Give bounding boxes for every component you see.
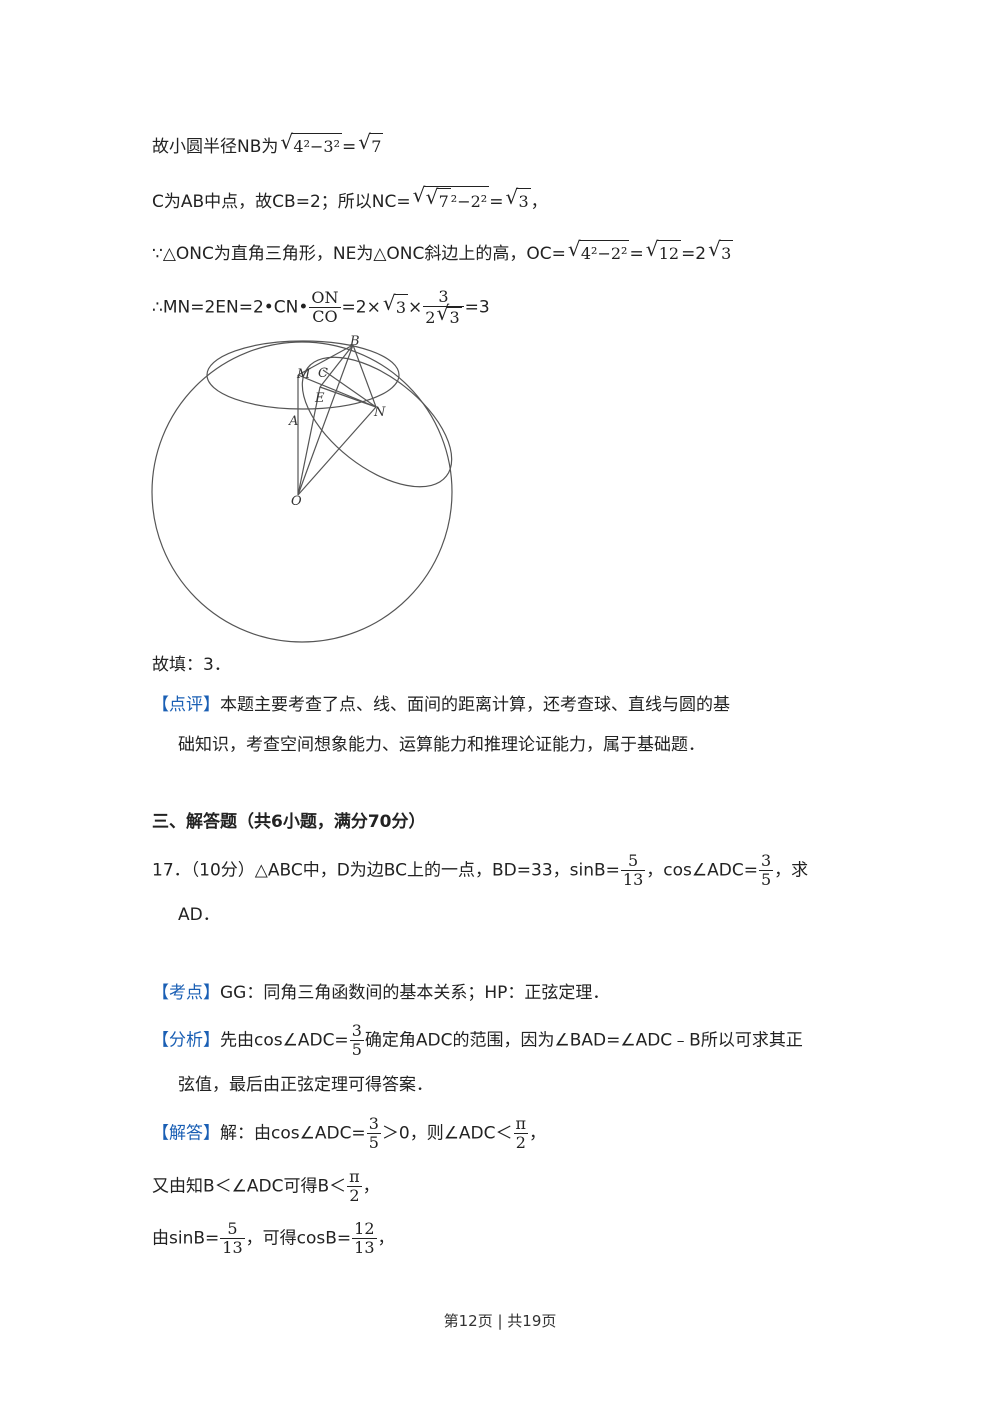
label-c: C [318, 366, 328, 381]
small-circle-horizontal [206, 340, 400, 410]
text: 先由cos∠ADC= [220, 1030, 349, 1051]
sphere-outline [151, 341, 453, 643]
comment-tag: 【点评】 [152, 695, 220, 715]
kaodian-tag: 【考点】 [152, 983, 220, 1003]
text: ∵△ONC为直角三角形，NE为△ONC斜边上的高，OC= [152, 244, 566, 264]
sqrt-expression: √12 [646, 237, 682, 266]
text: 故小圆半径NB为 [152, 137, 279, 157]
text: GG：同角三角函数间的基本关系；HP：正弦定理． [220, 983, 610, 1003]
text: 由sinB= [152, 1228, 220, 1249]
sqrt-expression: √3 [505, 185, 531, 214]
equals: = [629, 244, 644, 264]
fenxi-tag: 【分析】 [152, 1030, 220, 1051]
text: ，cos∠ADC= [646, 860, 758, 881]
label-a: A [288, 414, 298, 429]
comment-line-1: 【点评】本题主要考查了点、线、面间的距离计算，还考查球、直线与圆的基 [152, 693, 730, 717]
label-m: M [296, 367, 311, 382]
kaodian-line: 【考点】GG：同角三角函数间的基本关系；HP：正弦定理． [152, 981, 609, 1005]
text: 解：由cos∠ADC= [220, 1123, 366, 1144]
fenxi-line-2: 弦值，最后由正弦定理可得答案． [178, 1075, 433, 1095]
section-title: 三、解答题（共6小题，满分70分） [152, 812, 426, 832]
text: × [408, 297, 423, 318]
text: ＞0，则∠ADC＜ [381, 1123, 513, 1144]
text: 17．（10分）△ABC中，D为边BC上的一点，BD=33，sinB= [152, 860, 620, 881]
text: ， [529, 1123, 547, 1144]
comment-line-2: 础知识，考查空间想象能力、运算能力和推理论证能力，属于基础题． [178, 735, 705, 755]
sqrt-expression: √3 [383, 291, 409, 320]
fill-answer: 故填：3． [152, 655, 231, 675]
label-e: E [314, 391, 325, 406]
sqrt-expression: √3 [708, 237, 734, 266]
text: ∴MN=2EN=2•CN• [152, 297, 309, 318]
sqrt-expression: √4²−3² [280, 130, 342, 159]
text: ， [377, 1228, 395, 1249]
text: ， [362, 1176, 380, 1197]
text: ，可得cosB= [245, 1228, 352, 1249]
label-n: N [373, 405, 386, 420]
text: ，求 [774, 860, 809, 881]
sqrt-expression: √7 [358, 130, 384, 159]
text: 确定角ADC的范围，因为∠BAD=∠ADC﹣B所以可求其正 [364, 1030, 803, 1051]
label-b: B [349, 334, 360, 349]
sqrt-expression: √4²−2² [568, 237, 630, 266]
equals: = [341, 137, 357, 157]
text: C为AB中点，故CB=2；所以NC= [152, 192, 411, 212]
page-footer: 第12页 | 共19页 [443, 1312, 557, 1330]
derivation-line-oc: ∵△ONC为直角三角形，NE为△ONC斜边上的高，OC=√4²−2²=√12=2… [152, 237, 734, 266]
label-o: O [291, 494, 302, 509]
sphere-diagram: B M C E A N O [151, 334, 453, 643]
text: 又由知B＜∠ADC可得B＜ [152, 1176, 347, 1197]
text: ， [530, 192, 548, 212]
equals: = [489, 192, 504, 212]
text: =2 [681, 244, 707, 264]
small-circle-tilted [301, 356, 453, 488]
text: 本题主要考查了点、线、面间的距离计算，还考查球、直线与圆的基 [220, 695, 730, 715]
question-17-cont: AD． [178, 905, 220, 925]
jieda-tag: 【解答】 [152, 1123, 220, 1144]
derivation-line-nb: 故小圆半径NB为√4²−3²=√7 [152, 130, 384, 159]
text: =3 [464, 297, 490, 318]
text: =2× [341, 297, 381, 318]
